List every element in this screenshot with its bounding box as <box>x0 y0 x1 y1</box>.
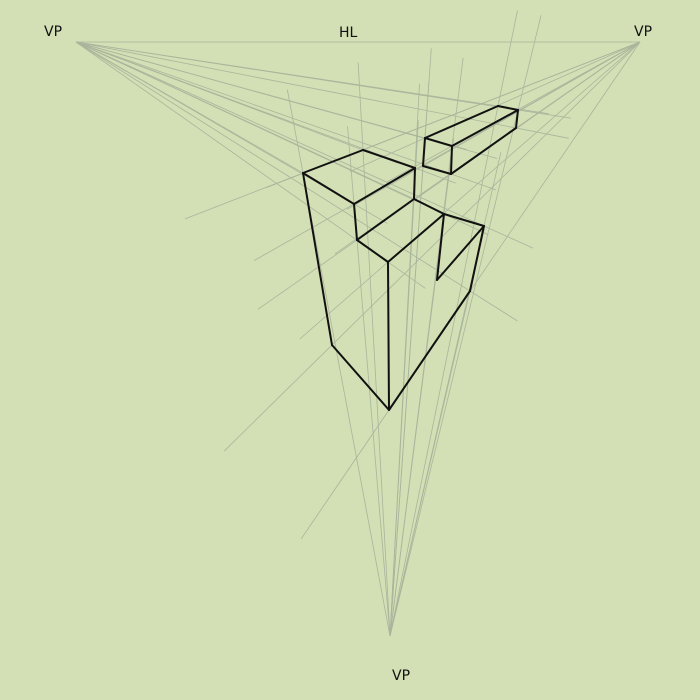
guide-line-bottom <box>357 62 391 637</box>
main-block-edge <box>353 203 358 241</box>
main-block-edge <box>413 167 416 200</box>
floating-beam-edge <box>450 127 517 175</box>
guide-line-left <box>75 41 497 191</box>
floating-beam-edge <box>450 145 453 175</box>
floating-beam-edge <box>422 137 426 167</box>
guide-line-bottom <box>389 10 518 637</box>
main-block-edge <box>362 149 416 169</box>
main-block-edge <box>387 213 445 263</box>
floating-beam-edge <box>424 105 499 139</box>
guide-line-right <box>223 41 641 452</box>
main-block-edge <box>443 213 485 227</box>
main-block-edge <box>302 172 333 346</box>
horizon-line-label: HL <box>339 25 358 41</box>
vp-left-label: VP <box>44 24 62 40</box>
guide-line-right <box>299 41 641 340</box>
main-block-edge <box>331 344 390 411</box>
main-block-edge <box>356 239 389 263</box>
main-block-edge <box>469 225 485 292</box>
guide-lines <box>75 10 641 637</box>
vp-right-label: VP <box>634 24 652 40</box>
vp-bottom-label: VP <box>392 668 410 684</box>
object-edges <box>302 105 519 411</box>
floating-beam-edge <box>515 109 519 129</box>
main-block-edge <box>436 225 485 281</box>
floating-beam-edge <box>422 165 452 175</box>
main-block-edge <box>387 261 390 411</box>
guide-line-bottom <box>389 81 430 637</box>
guide-line-bottom <box>389 120 419 637</box>
guide-line-right <box>346 41 641 210</box>
floating-beam-edge <box>424 137 453 147</box>
guide-line-left <box>75 41 572 119</box>
guide-line-bottom <box>389 15 542 637</box>
guide-line-bottom <box>389 57 464 637</box>
main-block-edge <box>353 167 416 205</box>
main-block-edge <box>302 149 364 174</box>
main-block-edge <box>356 198 415 241</box>
main-block-edge <box>388 290 471 411</box>
guide-line-left <box>75 41 534 249</box>
guide-line-bottom <box>389 228 485 637</box>
main-block-edge <box>413 198 445 215</box>
guide-line-bottom <box>347 126 391 637</box>
main-block-edge <box>302 172 355 205</box>
guide-line-left <box>75 41 518 322</box>
main-block-edge <box>436 213 445 281</box>
floating-beam-edge <box>451 109 519 147</box>
floating-beam-edge <box>497 105 519 111</box>
guide-line-left <box>75 41 569 139</box>
